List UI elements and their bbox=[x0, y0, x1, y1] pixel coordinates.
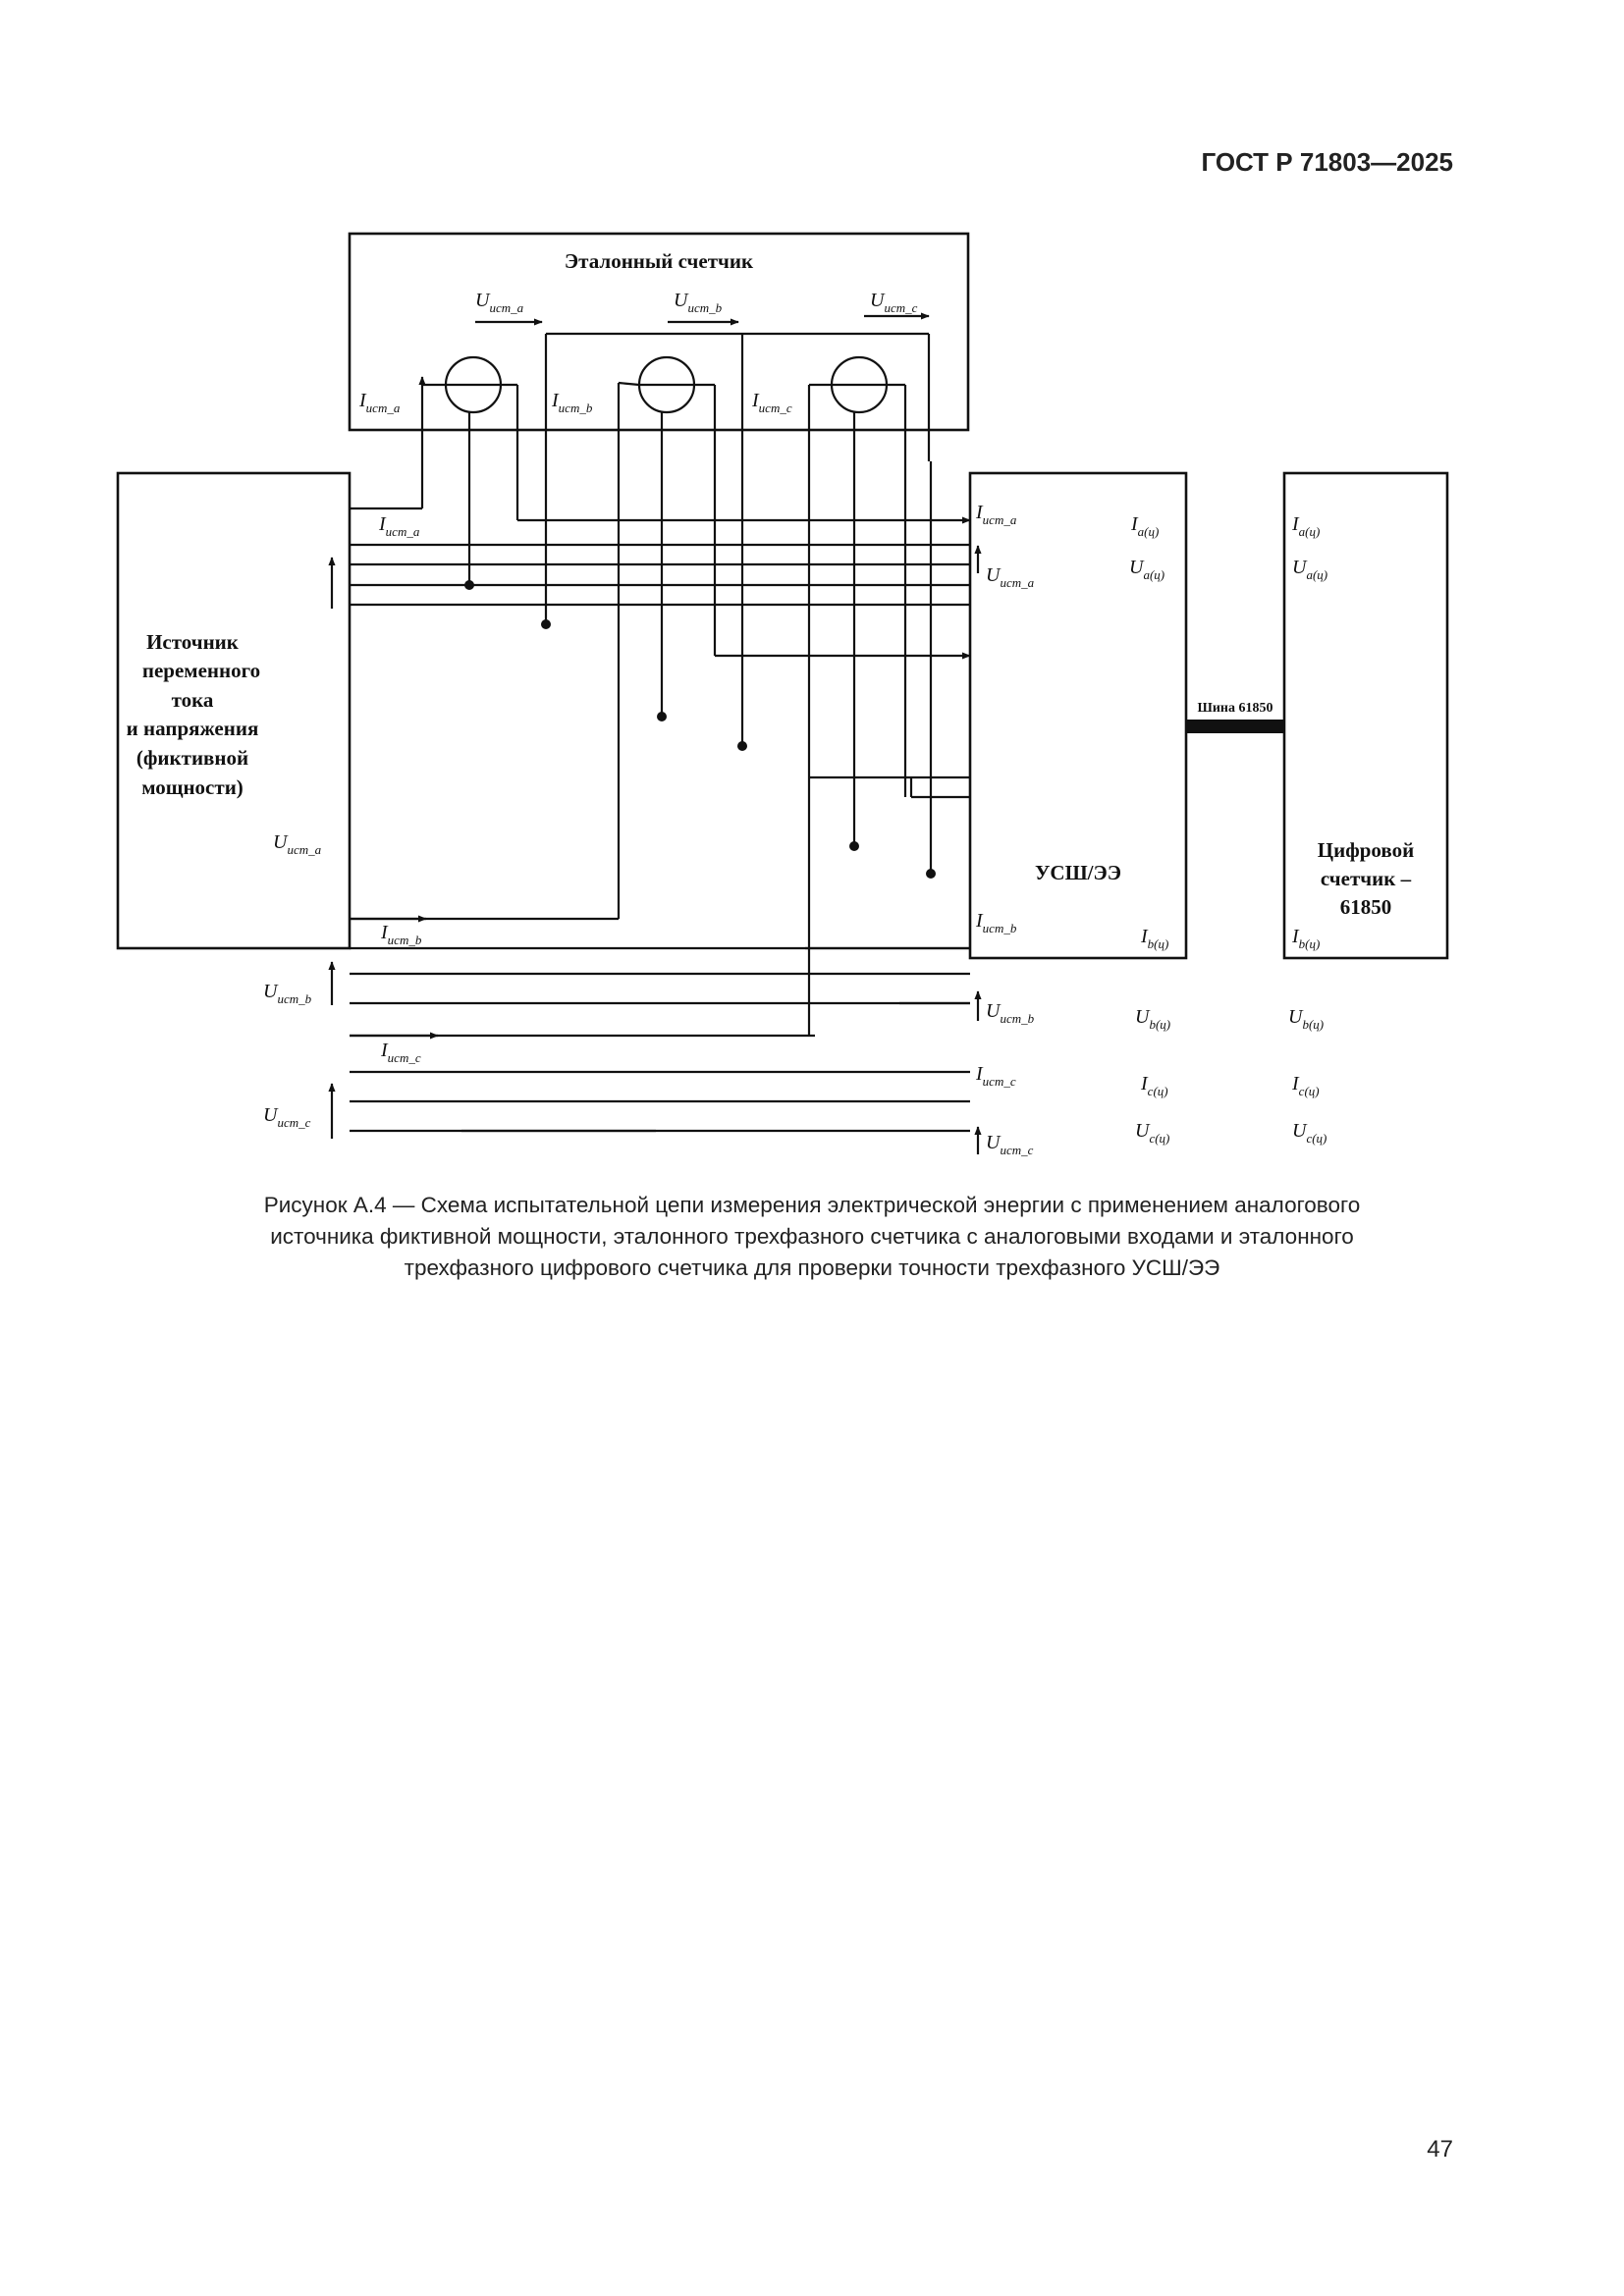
svg-text:Iист_b: Iист_b bbox=[551, 390, 593, 415]
svg-text:Ic(ц): Ic(ц) bbox=[1140, 1073, 1168, 1098]
svg-text:Uист_b: Uист_b bbox=[986, 1000, 1035, 1026]
svg-text:Uист_b: Uист_b bbox=[674, 290, 723, 315]
svg-text:мощности): мощности) bbox=[141, 775, 244, 799]
svg-text:Ia(ц): Ia(ц) bbox=[1130, 513, 1159, 539]
standard-header: ГОСТ Р 71803—2025 bbox=[1201, 147, 1453, 177]
svg-text:Ua(ц): Ua(ц) bbox=[1129, 557, 1164, 582]
svg-text:Ub(ц): Ub(ц) bbox=[1288, 1006, 1324, 1032]
svg-text:Uист_a: Uист_a bbox=[986, 564, 1035, 590]
caption-line: Рисунок А.4 — Схема испытательной цепи и… bbox=[263, 1193, 1361, 1217]
signal-labels: Uист_a Uист_b Uист_c Iист_a Iист_b Iист_… bbox=[263, 290, 1327, 1157]
page-number: 47 bbox=[1427, 2136, 1453, 2163]
reference-meter-box bbox=[348, 232, 970, 432]
phase-b-current-path bbox=[350, 381, 971, 923]
svg-text:Iист_b: Iист_b bbox=[380, 922, 422, 947]
caption-line: источника фиктивной мощности, эталонного… bbox=[270, 1224, 1354, 1249]
svg-text:Iист_c: Iист_c bbox=[380, 1040, 421, 1065]
svg-text:Iист_a: Iист_a bbox=[378, 513, 420, 539]
svg-text:Uист_b: Uист_b bbox=[263, 981, 312, 1006]
svg-text:Ib(ц): Ib(ц) bbox=[1291, 926, 1320, 951]
svg-text:Ub(ц): Ub(ц) bbox=[1135, 1006, 1170, 1032]
svg-text:Источник: Источник bbox=[146, 630, 240, 654]
test-circuit-diagram: Эталонный счетчик Источник переменного т… bbox=[116, 232, 1449, 1157]
source-label: Источник переменного тока и напряжения (… bbox=[127, 630, 260, 799]
svg-text:Uc(ц): Uc(ц) bbox=[1135, 1120, 1169, 1146]
caption-line: трехфазного цифрового счетчика для прове… bbox=[404, 1255, 1220, 1280]
phase-a-current-path bbox=[350, 376, 971, 524]
svg-text:Ia(ц): Ia(ц) bbox=[1291, 513, 1320, 539]
bus-label: Шина 61850 bbox=[1197, 701, 1272, 716]
svg-text:(фиктивной: (фиктивной bbox=[136, 746, 248, 770]
svg-text:Iист_a: Iист_a bbox=[358, 390, 401, 415]
svg-text:Ua(ц): Ua(ц) bbox=[1292, 557, 1327, 582]
svg-text:Ib(ц): Ib(ц) bbox=[1140, 926, 1168, 951]
svg-text:счетчик –: счетчик – bbox=[1321, 867, 1412, 890]
svg-text:Uист_c: Uист_c bbox=[263, 1104, 311, 1130]
svg-text:Iист_c: Iист_c bbox=[975, 1063, 1016, 1089]
svg-text:Uc(ц): Uc(ц) bbox=[1292, 1120, 1326, 1146]
svg-text:61850: 61850 bbox=[1340, 895, 1392, 919]
device-under-test-box bbox=[968, 471, 1188, 960]
figure-caption: Рисунок А.4 — Схема испытательной цепи и… bbox=[147, 1190, 1477, 1284]
svg-text:Uист_c: Uист_c bbox=[870, 290, 918, 315]
reference-meter-title: Эталонный счетчик bbox=[565, 249, 754, 273]
svg-text:Uист_a: Uист_a bbox=[273, 831, 322, 857]
phase-c-current-path bbox=[350, 383, 907, 1040]
bus-61850 bbox=[1186, 720, 1284, 733]
svg-text:и напряжения: и напряжения bbox=[127, 717, 259, 740]
svg-text:Ic(ц): Ic(ц) bbox=[1291, 1073, 1320, 1098]
svg-text:Цифровой: Цифровой bbox=[1318, 838, 1414, 862]
svg-text:Iист_c: Iист_c bbox=[751, 390, 792, 415]
svg-text:Iист_a: Iист_a bbox=[975, 502, 1017, 527]
svg-text:тока: тока bbox=[172, 688, 214, 712]
source-box bbox=[116, 471, 352, 950]
svg-text:Uист_c: Uист_c bbox=[986, 1132, 1034, 1157]
svg-text:переменного: переменного bbox=[142, 659, 260, 682]
device-under-test-label: УСШ/ЭЭ bbox=[1035, 861, 1121, 884]
digital-meter-label: Цифровой счетчик – 61850 bbox=[1318, 838, 1414, 919]
digital-meter-box bbox=[1282, 471, 1449, 960]
svg-text:Uист_a: Uист_a bbox=[475, 290, 524, 315]
svg-text:Iист_b: Iист_b bbox=[975, 910, 1017, 935]
